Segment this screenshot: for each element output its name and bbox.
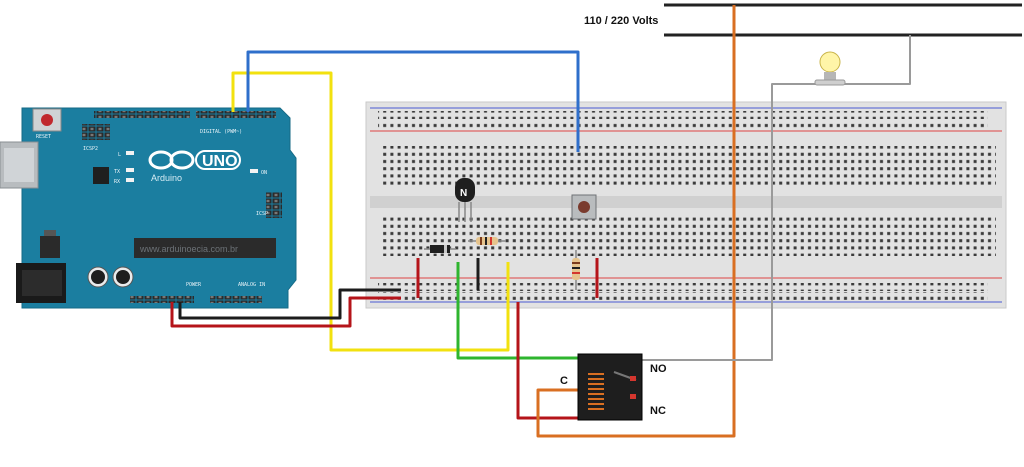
wire-green[interactable] [456, 262, 578, 360]
transistor-label: N [460, 188, 467, 199]
lamp [814, 51, 846, 86]
wire-black-gnd[interactable] [178, 288, 401, 320]
led-rx [126, 178, 134, 182]
wire-blue[interactable] [246, 50, 580, 152]
icsp-header [266, 192, 282, 218]
icsp2-header [82, 124, 110, 140]
led-tx-label: TX [114, 169, 120, 175]
atmega-chip [134, 238, 276, 258]
wires [170, 5, 911, 438]
icsp-label: ICSP [256, 211, 268, 217]
led-l [126, 151, 134, 155]
led-on-label: ON [261, 170, 267, 176]
wire-gray-lamp[interactable] [842, 35, 911, 85]
arduino-brand: Arduino [151, 173, 182, 183]
wire-yellow[interactable] [231, 71, 510, 352]
power-label: POWER [186, 282, 202, 288]
voltage-regulator [40, 236, 60, 258]
resistor-2 [572, 250, 580, 290]
uno-logo-text: UNO [202, 153, 238, 170]
relay-no-label: NO [650, 363, 667, 375]
analog-header [210, 296, 262, 303]
wire-orange[interactable] [536, 5, 736, 438]
led-l-label: L [118, 152, 121, 158]
lamp-bulb [819, 51, 841, 73]
led-on [250, 169, 258, 173]
wire-red-relay[interactable] [516, 302, 578, 420]
power-header [130, 296, 194, 303]
analog-label: ANALOG IN [238, 282, 265, 288]
relay-nc-label: NC [650, 405, 666, 417]
reset-button[interactable] [41, 114, 53, 126]
digital-header-left [94, 111, 190, 118]
arduino-uno-board: RESET ICSP2 DIGITAL (PWM~) L TX RX UNO A… [0, 107, 297, 309]
led-rx-label: RX [114, 179, 120, 185]
website-label: www.arduinoecia.com.br [139, 244, 238, 254]
supply-voltage-label: 110 / 220 Volts [584, 15, 658, 27]
diode [424, 245, 456, 253]
wire-red-5v[interactable] [170, 296, 401, 328]
usb-chip [93, 167, 109, 184]
relay: NO NC C [560, 353, 667, 421]
reset-label: RESET [36, 134, 51, 140]
wire-gray-no[interactable] [642, 83, 818, 361]
relay-c-label: C [560, 375, 568, 387]
resistor-1 [468, 237, 506, 245]
digital-header-right [196, 111, 276, 118]
arduino-logo: UNO Arduino [148, 150, 241, 183]
breadboard [365, 101, 1007, 309]
icsp2-label: ICSP2 [83, 146, 98, 152]
led-tx [126, 168, 134, 172]
digital-label: DIGITAL (PWM~) [200, 129, 242, 135]
mains-supply: 110 / 220 Volts [584, 3, 1022, 37]
transistor: N [455, 178, 475, 222]
push-button[interactable] [571, 194, 597, 220]
